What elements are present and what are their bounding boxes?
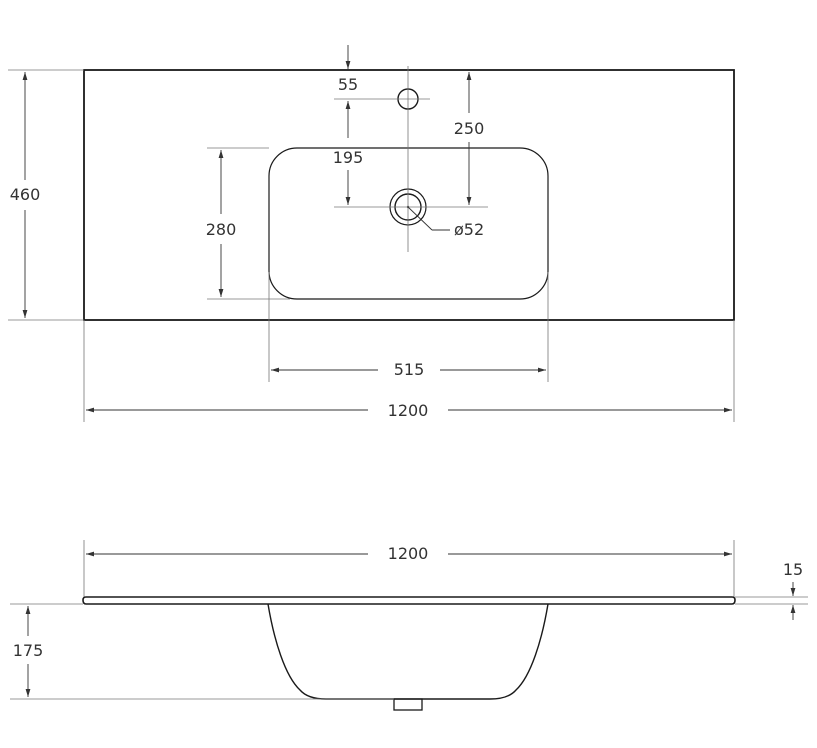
side-slab-outline	[82, 596, 736, 605]
dim-1200-side-label: 1200	[388, 544, 429, 563]
dim-55-label: 55	[338, 75, 358, 94]
drain-leader	[407, 206, 433, 231]
bowl-outline	[268, 147, 549, 300]
dim-52-label: ø52	[454, 220, 484, 239]
dim-1200-top-label: 1200	[388, 401, 429, 420]
side-view: 1200 15 175	[10, 540, 808, 711]
side-drain-stub	[393, 698, 423, 711]
top-view: 460 55 250 195 280 ø52 515 1200	[8, 45, 735, 422]
dim-515-label: 515	[394, 360, 425, 379]
dim-280-label: 280	[206, 220, 237, 239]
side-bowl-outline	[267, 603, 549, 700]
dim-15-label: 15	[783, 560, 803, 579]
dim-460-label: 460	[10, 185, 41, 204]
dim-195-label: 195	[333, 148, 364, 167]
dim-175-label: 175	[13, 641, 44, 660]
top-slab-outline	[83, 69, 735, 321]
dim-250-label: 250	[454, 119, 485, 138]
